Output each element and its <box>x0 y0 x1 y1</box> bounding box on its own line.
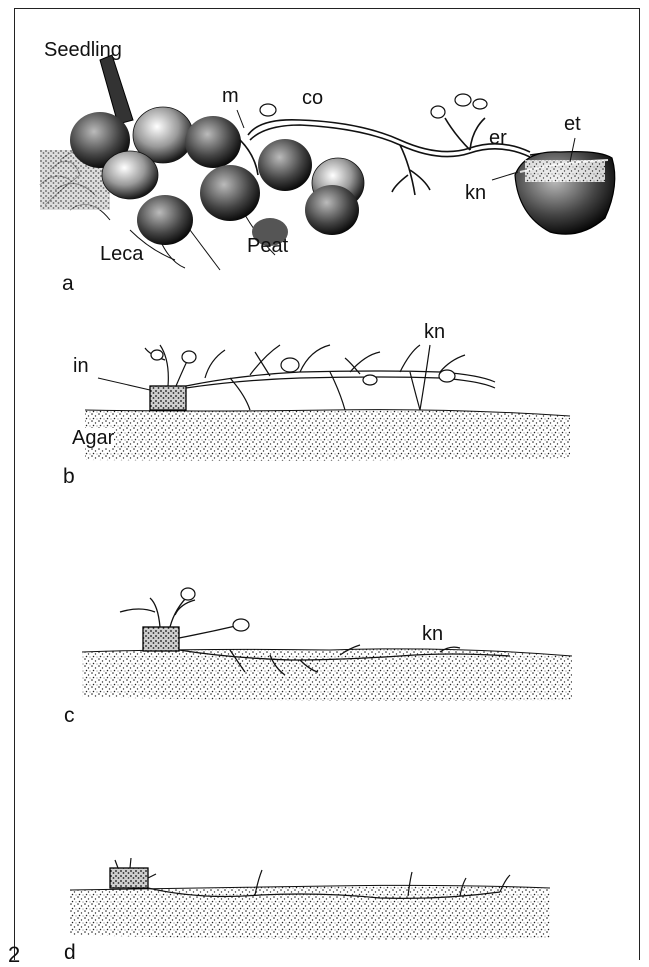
label-kn-c: kn <box>422 624 443 644</box>
figure-number: 2 <box>8 944 20 966</box>
panel-label-a: a <box>62 273 74 294</box>
label-leca: Leca <box>100 244 143 264</box>
panel-a-drawing <box>40 55 615 270</box>
label-kn-a: kn <box>465 183 486 203</box>
label-kn-b: kn <box>424 322 445 342</box>
panel-label-c: c <box>64 705 75 726</box>
label-seedling: Seedling <box>44 40 122 60</box>
label-agar: Agar <box>72 428 114 448</box>
label-co: co <box>302 88 323 108</box>
label-et: et <box>564 114 581 134</box>
panel-d-drawing <box>70 858 550 939</box>
panel-c-drawing <box>82 588 572 701</box>
panel-label-b: b <box>63 466 75 487</box>
label-peat: Peat <box>247 236 288 256</box>
panel-label-d: d <box>64 942 76 963</box>
label-m: m <box>222 86 239 106</box>
label-in: in <box>73 356 89 376</box>
panel-b-drawing <box>85 345 570 461</box>
label-er: er <box>489 128 507 148</box>
